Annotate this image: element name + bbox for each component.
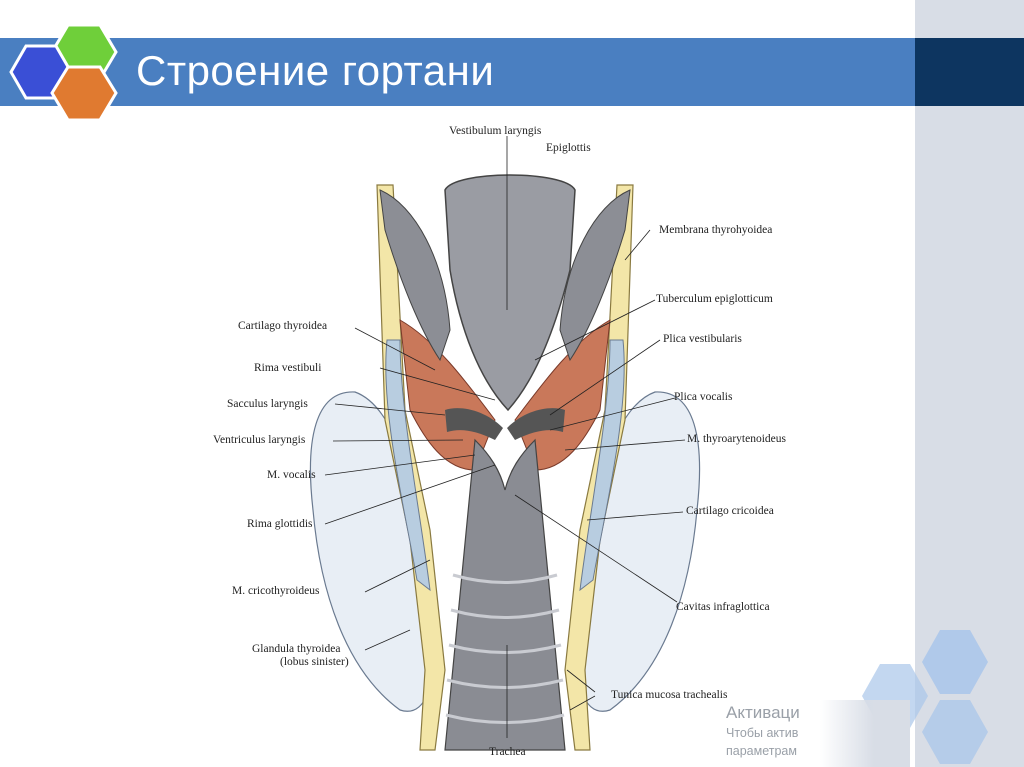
label-epiglottis: Epiglottis	[546, 142, 591, 154]
label-lobus-sinister: (lobus sinister)	[280, 656, 349, 668]
vestibule-fold-right	[559, 189, 631, 362]
trachea	[444, 438, 566, 751]
leader-lines	[324, 136, 686, 738]
cricoid-right	[579, 339, 625, 592]
label-tunica-mucosa-trachealis: Tunica mucosa trachealis	[611, 689, 728, 701]
hexagon-cluster-icon	[9, 23, 118, 122]
vocal-fold-right	[507, 408, 565, 440]
title-dark-block	[915, 38, 1024, 106]
slide-title: Строение гортани	[136, 47, 495, 94]
tracheal-rings	[445, 573, 565, 724]
top-strip	[0, 0, 915, 38]
label-ventriculus-laryngis: Ventriculus laryngis	[213, 434, 306, 446]
label-sacculus-laryngis: Sacculus laryngis	[227, 398, 308, 410]
vestibule-fold-left	[379, 189, 451, 362]
label-trachea: Trachea	[489, 746, 526, 758]
label-plica-vestibularis: Plica vestibularis	[663, 333, 742, 345]
label-m-vocalis: M. vocalis	[267, 469, 316, 481]
label-cartilago-thyroidea: Cartilago thyroidea	[238, 320, 328, 332]
label-cartilago-cricoidea: Cartilago cricoidea	[686, 505, 774, 517]
label-m-thyroarytenoideus: M. thyroarytenoideus	[687, 433, 787, 445]
larynx-illustration	[309, 136, 701, 751]
label-rima-glottidis: Rima glottidis	[247, 518, 313, 530]
watermark-fade	[820, 700, 910, 767]
activation-watermark: Активаци Чтобы актив параметрам	[726, 702, 800, 760]
vocal-fold-left	[445, 408, 503, 440]
cricoid-left	[385, 339, 431, 592]
watermark-line-3: параметрам	[726, 744, 797, 758]
watermark-line-1: Активаци	[726, 703, 800, 722]
epiglottis	[444, 174, 576, 412]
label-m-cricothyroideus: M. cricothyroideus	[232, 585, 320, 597]
watermark-line-2: Чтобы актив	[726, 726, 799, 740]
label-glandula-thyroidea: Glandula thyroidea	[252, 643, 341, 655]
label-membrana-thyrohyoidea: Membrana thyrohyoidea	[659, 224, 773, 236]
label-vestibulum-laryngis: Vestibulum laryngis	[449, 125, 542, 137]
title-band	[0, 38, 915, 106]
label-tuberculum-epiglotticum: Tuberculum epiglotticum	[656, 293, 773, 305]
hex-orange-icon	[50, 65, 118, 122]
label-cavitas-infraglottica: Cavitas infraglottica	[676, 601, 770, 613]
label-rima-vestibuli: Rima vestibuli	[254, 362, 322, 374]
decorative-hexagons-icon	[862, 630, 988, 764]
label-plica-vocalis: Plica vocalis	[674, 391, 733, 403]
